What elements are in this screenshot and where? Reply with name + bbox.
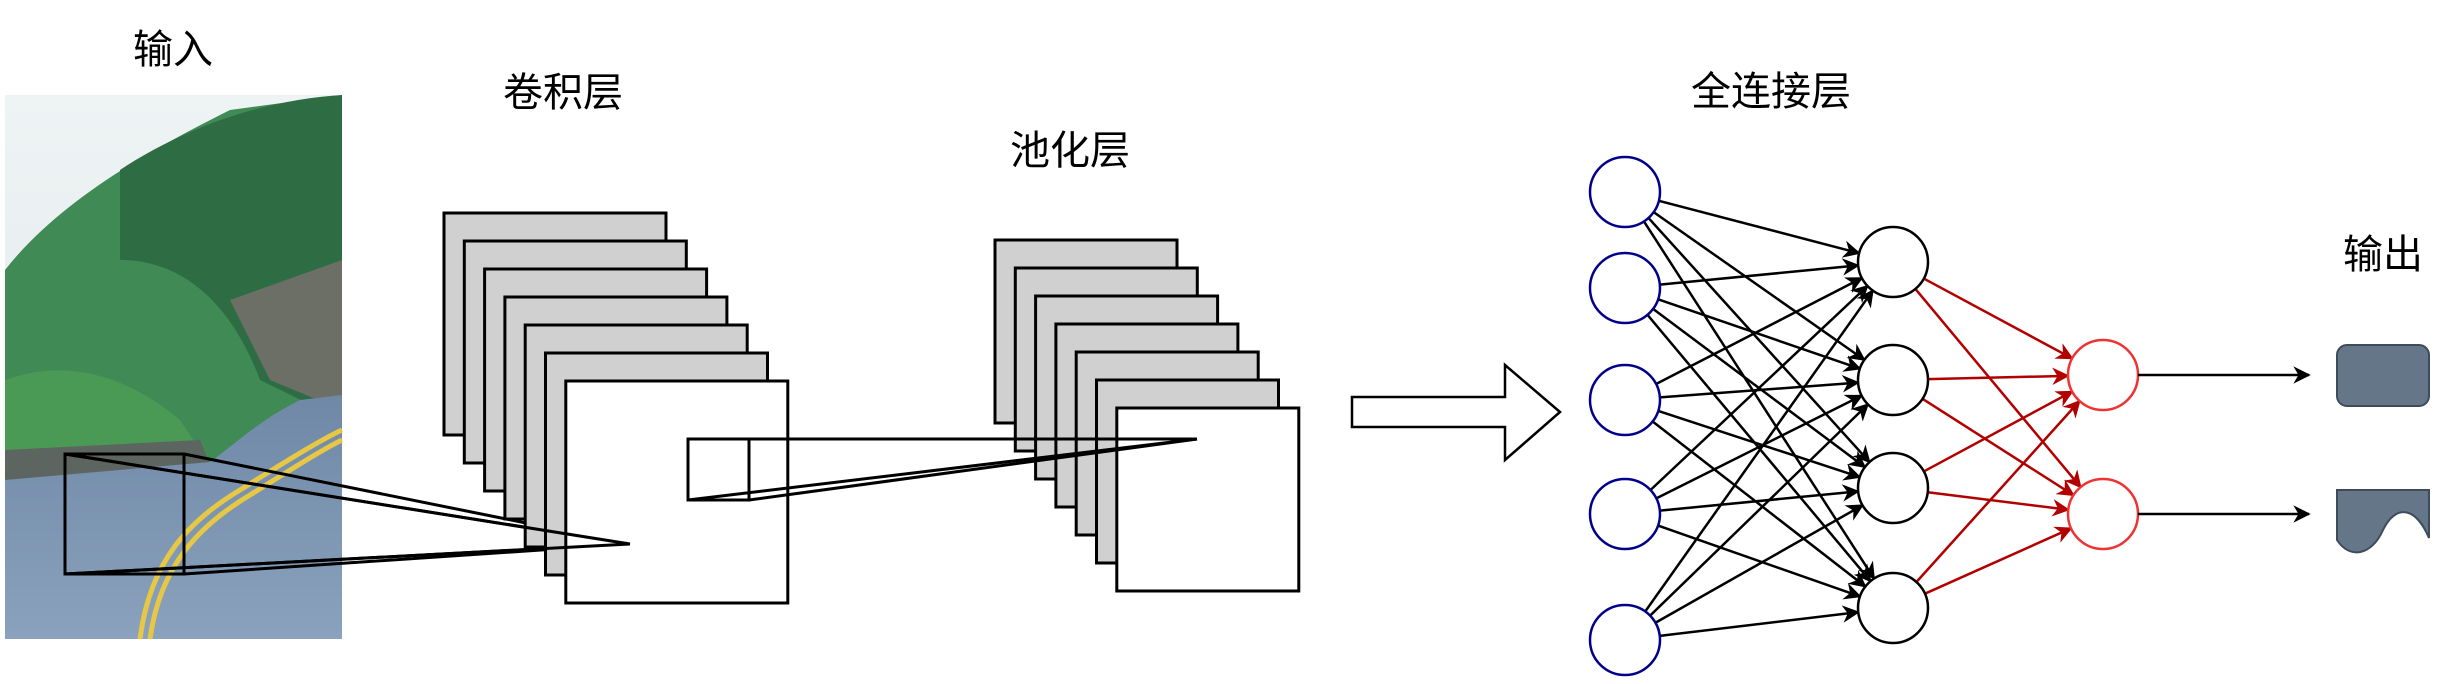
- input-node-1: [1588, 155, 1662, 229]
- edge-input-5-to-hidden-3: [1654, 504, 1865, 624]
- input-label: 输入: [133, 27, 213, 73]
- edge-input-4-to-hidden-3: [1659, 484, 1860, 512]
- hidden-node-4: [1856, 571, 1930, 645]
- hidden-node-2: [1856, 343, 1930, 417]
- edge-input-5-to-hidden-4: [1659, 605, 1860, 638]
- edge-hidden-2-to-output-1: [1927, 367, 2070, 385]
- edge-hidden-2-to-output-2: [1921, 397, 2075, 497]
- pool-feature-maps: [993, 238, 1301, 593]
- output-node-2: [2066, 477, 2140, 551]
- input-image: [5, 95, 344, 640]
- input-node-5: [1588, 603, 1662, 677]
- edge-input-2-to-hidden-1: [1659, 258, 1860, 286]
- fc-nodes: [1588, 155, 2140, 677]
- output-shape-rounded-rect: [2336, 344, 2430, 407]
- edge-hidden-4-to-output-1: [1915, 399, 2081, 583]
- edge-input-1-to-hidden-4: [1642, 220, 1876, 581]
- hidden-node-3: [1856, 451, 1930, 525]
- edge-input-1-to-hidden-1: [1658, 199, 1861, 258]
- conv-feature-maps: [442, 211, 790, 605]
- edge-input-5-to-hidden-2: [1649, 403, 1870, 617]
- edge-hidden-1-to-output-2: [1914, 288, 2082, 489]
- fc-connections: [1642, 199, 2082, 638]
- edge-input-1-to-hidden-3: [1647, 217, 1871, 464]
- input-node-3: [1588, 363, 1662, 437]
- input-node-4: [1588, 477, 1662, 551]
- output-label: 输出: [2343, 232, 2423, 278]
- output-node-1: [2066, 338, 2140, 412]
- output-shape-wave: [2336, 489, 2430, 554]
- flatten-arrow-icon: [1350, 362, 1562, 463]
- pool-layer-label: 池化层: [1010, 128, 1130, 174]
- edge-input-4-to-hidden-4: [1657, 524, 1862, 600]
- edge-hidden-3-to-output-2: [1927, 491, 2071, 517]
- edge-input-3-to-hidden-4: [1651, 420, 1867, 588]
- edge-input-3-to-hidden-2: [1659, 375, 1860, 399]
- output-arrows: [2138, 366, 2311, 523]
- edge-hidden-4-to-output-2: [1924, 526, 2073, 595]
- edge-input-5-to-hidden-1: [1644, 289, 1874, 613]
- conv-layer-label: 卷积层: [503, 70, 623, 116]
- edge-hidden-1-to-output-1: [1923, 277, 2074, 360]
- edge-hidden-3-to-output-1: [1923, 390, 2074, 473]
- pool-feature-map-7: [1115, 406, 1301, 593]
- edge-input-4-to-hidden-1: [1649, 284, 1869, 491]
- edge-input-3-to-hidden-3: [1657, 409, 1862, 481]
- edge-input-4-to-hidden-2: [1655, 394, 1864, 500]
- input-node-2: [1588, 251, 1662, 325]
- fc-layer-label: 全连接层: [1691, 69, 1851, 115]
- hidden-node-1: [1856, 225, 1930, 299]
- edge-input-3-to-hidden-1: [1655, 276, 1864, 386]
- edge-input-1-to-hidden-2: [1652, 211, 1866, 361]
